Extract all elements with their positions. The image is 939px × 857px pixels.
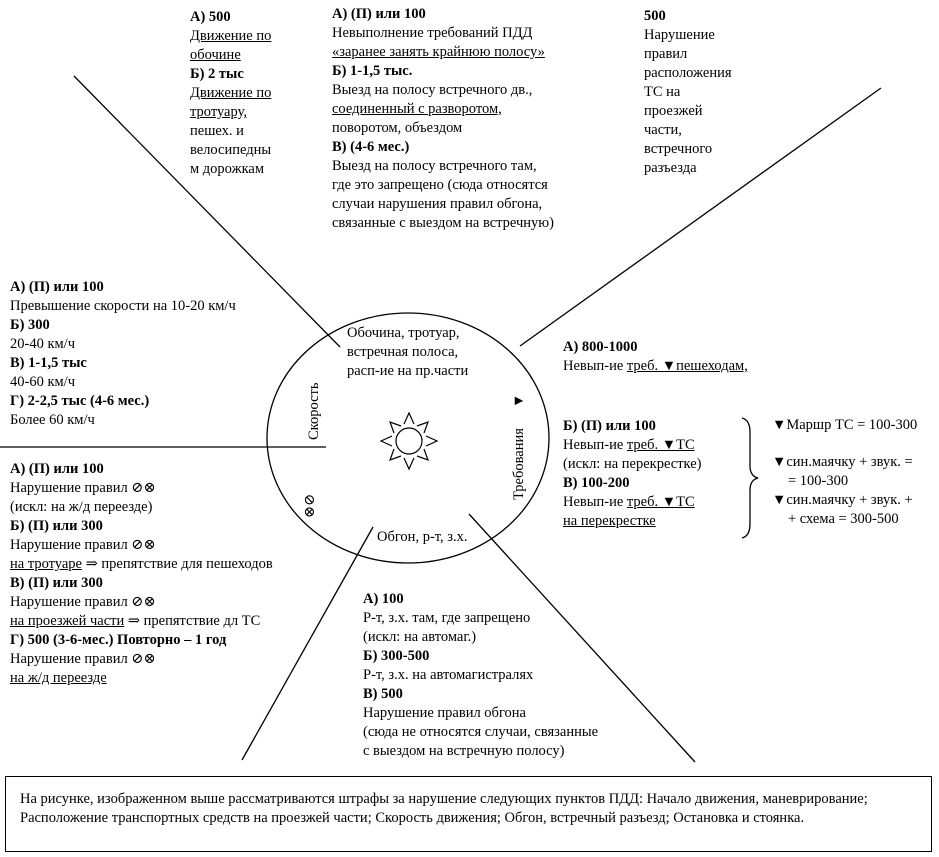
ray-bottom-right	[468, 513, 696, 763]
special-vehicles-fines: ▼Маршр ТС = 100-300 ▼син.маячку + звук. …	[772, 417, 918, 527]
vehicle-positioning-fine: 500 Нарушение правил расположения ТС на …	[644, 8, 732, 176]
vehicle-yield-fines: Б) (П) или 100 Невып-ие треб. ▼ТС (искл:…	[563, 418, 702, 529]
oncoming-lane-fines: А) (П) или 100 Невыполнение требований П…	[332, 6, 554, 231]
overtaking-label: Обгон, р-т, з.х.	[377, 529, 468, 545]
caption-text: На рисунке, изображенном выше рассматрив…	[20, 791, 868, 826]
ray-top-left	[73, 75, 341, 348]
center-circle	[266, 312, 550, 564]
sun-icon	[379, 411, 439, 471]
speed-label: Скорость	[306, 382, 322, 440]
caption-box: На рисунке, изображенном выше рассматрив…	[5, 776, 932, 852]
no-stopping-symbol: ⊗⊘	[302, 494, 318, 518]
right-brace	[741, 417, 759, 539]
requirements-label: Требования	[511, 428, 527, 500]
ray-top-right	[519, 87, 882, 347]
requirements-triangle-icon: ▼	[511, 394, 527, 408]
ray-bottom-left	[241, 526, 374, 761]
overtaking-uturn-fines: А) 100 Р-т, з.х. там, где запрещено (иск…	[363, 591, 599, 759]
pedestrian-yield-fine: А) 800-1000 Невып-ие треб. ▼пешеходам,	[563, 339, 748, 374]
stopping-parking-fines: А) (П) или 100 Нарушение правил ⊘⊗ (искл…	[10, 461, 273, 686]
center-top-label: Обочина, тротуар, встречная полоса, расп…	[347, 325, 469, 379]
speeding-fines: А) (П) или 100 Превышение скорости на 10…	[10, 279, 236, 428]
shoulder-sidewalk-fines: А) 500 Движение по обочине Б) 2 тыс Движ…	[190, 9, 272, 177]
